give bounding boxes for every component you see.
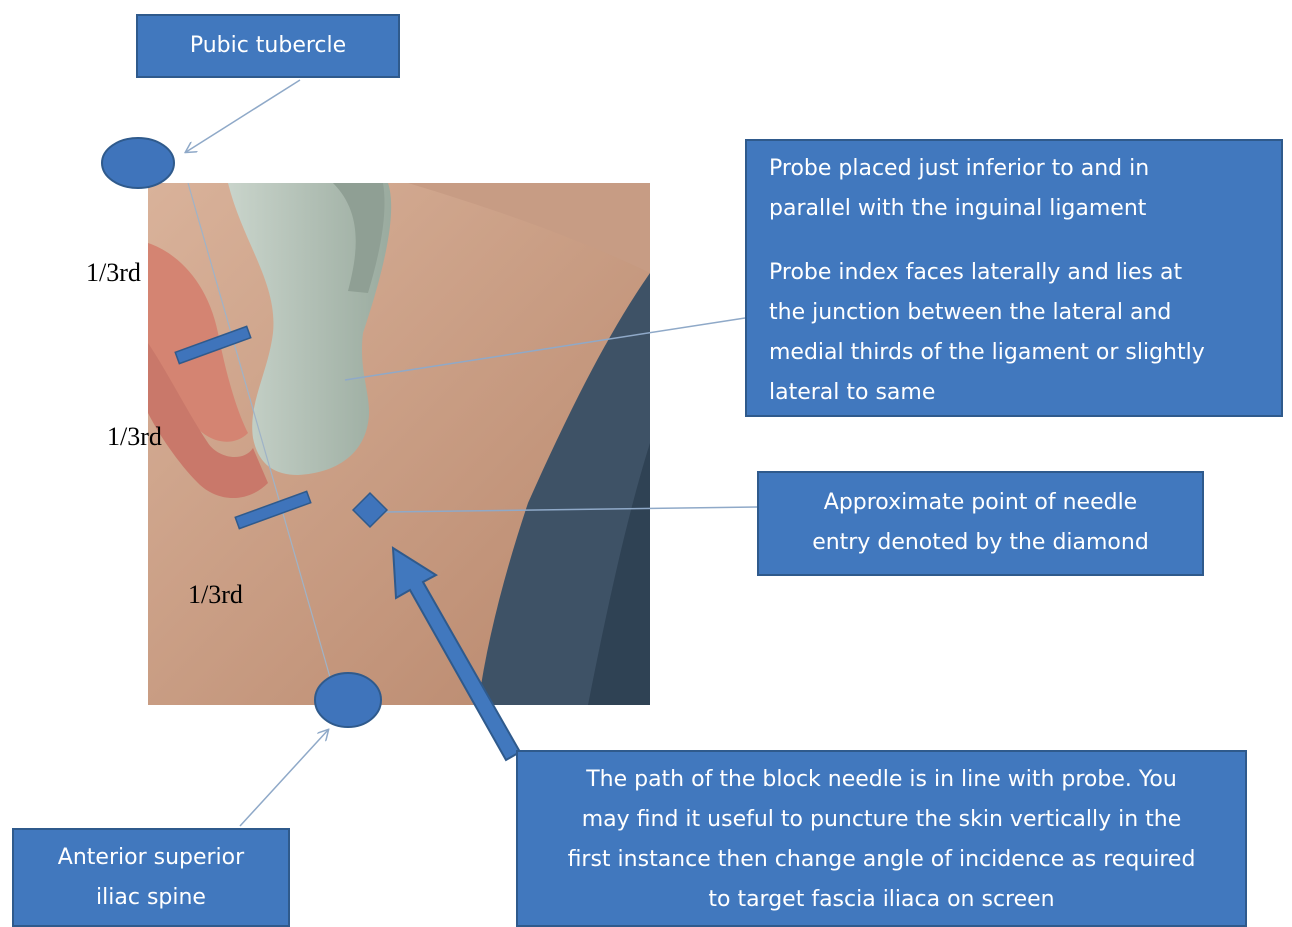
probe-placement-line-1: Probe placed just inferior to and in xyxy=(769,149,1281,189)
probe-index-line-2: the junction between the lateral and xyxy=(769,293,1281,333)
needle-entry-line-2: entry denoted by the diamond xyxy=(759,523,1202,563)
asis-callout: Anterior superior iliac spine xyxy=(12,828,290,927)
asis-marker xyxy=(315,673,381,727)
needle-entry-diamond xyxy=(353,493,387,527)
third-label-middle: 1/3rd xyxy=(107,422,162,452)
asis-leader xyxy=(240,730,328,826)
lower-third-mark xyxy=(235,491,311,528)
pubic-tubercle-label: Pubic tubercle xyxy=(138,16,398,76)
needle-path-callout: The path of the block needle is in line … xyxy=(516,750,1247,927)
pubic-tubercle-marker xyxy=(102,138,174,188)
probe-placement-line-2: parallel with the inguinal ligament xyxy=(769,189,1281,229)
needle-path-arrow xyxy=(393,548,520,760)
probe-placement-callout: Probe placed just inferior to and in par… xyxy=(745,139,1283,417)
needle-entry-line-1: Approximate point of needle xyxy=(759,483,1202,523)
needle-path-line-4: to target fascia iliaca on screen xyxy=(518,880,1245,920)
needle-path-line-1: The path of the block needle is in line … xyxy=(518,760,1245,800)
needle-entry-leader xyxy=(385,507,757,512)
probe-index-line-1: Probe index faces laterally and lies at xyxy=(769,253,1281,293)
third-label-upper: 1/3rd xyxy=(86,258,141,288)
upper-third-mark xyxy=(175,326,251,363)
third-label-lower: 1/3rd xyxy=(188,580,243,610)
asis-line-1: Anterior superior xyxy=(14,838,288,878)
probe-leader xyxy=(345,318,745,380)
needle-entry-callout: Approximate point of needle entry denote… xyxy=(757,471,1204,576)
pubic-tubercle-callout: Pubic tubercle xyxy=(136,14,400,78)
needle-path-line-2: may find it useful to puncture the skin … xyxy=(518,800,1245,840)
pubic-tubercle-leader xyxy=(186,80,300,152)
probe-index-line-3: medial thirds of the ligament or slightl… xyxy=(769,333,1281,373)
needle-path-line-3: first instance then change angle of inci… xyxy=(518,840,1245,880)
asis-line-2: iliac spine xyxy=(14,878,288,918)
probe-index-line-4: lateral to same xyxy=(769,373,1281,413)
